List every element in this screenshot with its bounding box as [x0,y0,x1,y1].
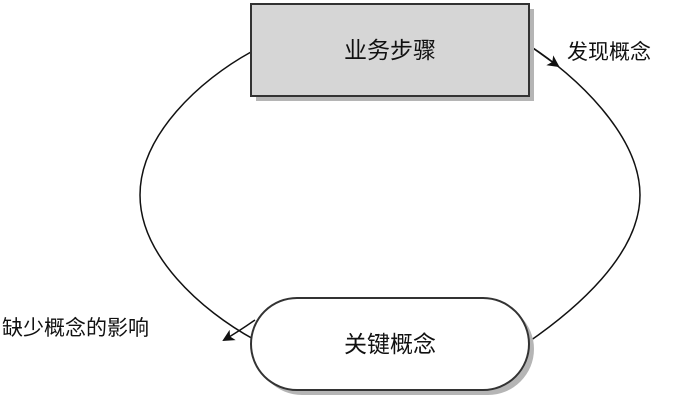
node-business-steps-label: 业务步骤 [344,38,436,64]
connector-right [526,45,641,344]
node-key-concepts-box [250,297,530,391]
arrow-discover-icon [529,45,560,68]
edge-discover-label: 发现概念 [567,40,651,64]
node-business-steps: 业务步骤 [250,3,534,101]
node-key-concepts-label: 关键概念 [344,332,436,358]
edge-missing-impact-label: 缺少概念的影响 [2,316,149,340]
node-business-steps-box [250,3,530,97]
arrow-impact-icon [222,319,256,342]
node-key-concepts: 关键概念 [250,297,534,395]
connector-left [139,51,256,341]
